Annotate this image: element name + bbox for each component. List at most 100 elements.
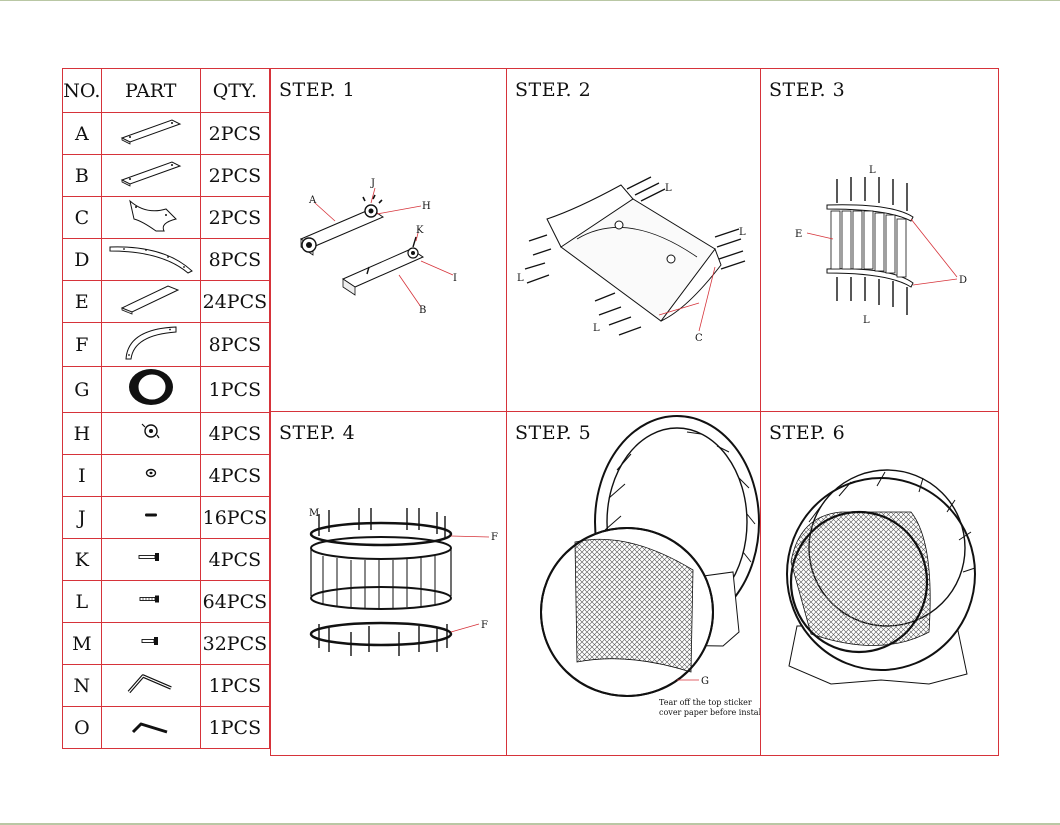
part-no: G [62, 366, 102, 413]
part-qty: 32PCS [199, 622, 271, 665]
step-2-title: STEP. 2 [515, 79, 592, 101]
step-4-title: STEP. 4 [279, 422, 356, 444]
part-no: D [62, 238, 102, 281]
label-l-right: L [739, 227, 746, 238]
step-1-panel: STEP. 1 [270, 69, 506, 412]
ring-arc-segment-icon [125, 326, 177, 360]
label-h: H [422, 201, 431, 212]
part-no: H [62, 412, 102, 455]
label-k: K [416, 225, 424, 236]
dowel-pin-icon [144, 513, 157, 517]
part-image [100, 454, 201, 497]
step-5-illustration: G Tear off the top sticker cover paper b… [540, 415, 761, 717]
step-6-panel: STEP. 6 [760, 412, 998, 755]
part-image [100, 322, 201, 367]
part-qty: 16PCS [199, 496, 271, 539]
parts-table-header-row: NO. PART QTY. [62, 68, 271, 113]
step-3-illustration: L E D L [795, 165, 967, 326]
part-no: F [62, 322, 102, 367]
table-row: M 32PCS [62, 622, 271, 665]
table-row: E 24PCS [62, 280, 271, 323]
assembly-instruction-sheet: NO. PART QTY. A 2PCS B [62, 68, 999, 756]
table-row: J 16PCS [62, 496, 271, 539]
part-no: J [62, 496, 102, 539]
slat-board-icon [120, 285, 179, 315]
part-qty: 2PCS [199, 154, 271, 197]
label-g: G [701, 676, 709, 687]
header-no: NO. [62, 68, 102, 113]
part-image [100, 280, 201, 323]
part-qty: 1PCS [199, 706, 271, 749]
screw-icon [139, 595, 159, 603]
part-qty: 4PCS [199, 412, 271, 455]
step-2-illustration: L L L L C [517, 176, 746, 344]
table-row: D 8PCS [62, 238, 271, 281]
label-f-bottom: F [481, 620, 488, 631]
step-3-panel: STEP. 3 [760, 69, 998, 412]
part-image [100, 706, 201, 749]
part-image [100, 664, 201, 707]
page-frame-bottom [0, 823, 1060, 825]
part-qty: 64PCS [199, 580, 271, 623]
part-no: N [62, 664, 102, 707]
part-image [100, 238, 201, 281]
table-row: N 1PCS [62, 664, 271, 707]
label-j: J [370, 178, 375, 189]
table-row: G 1PCS [62, 366, 271, 413]
steps-grid: STEP. 1 [270, 68, 999, 756]
part-no: L [62, 580, 102, 623]
allen-key-large-icon [127, 674, 172, 694]
label-f-top: F [491, 532, 498, 543]
step-4-panel: STEP. 4 M F F [270, 412, 506, 755]
part-image [100, 412, 201, 455]
part-image [100, 366, 201, 413]
step-5-title: STEP. 5 [515, 422, 592, 444]
pulley-wheel-icon [141, 423, 160, 439]
step-3-title: STEP. 3 [769, 79, 846, 101]
part-no: A [62, 112, 102, 155]
step-1-illustration: A J H K I B [299, 178, 457, 316]
step-6-illustration [786, 469, 976, 685]
table-row: C 2PCS [62, 196, 271, 239]
curved-side-board-icon [128, 199, 177, 232]
label-e: E [795, 229, 802, 240]
part-image [100, 580, 201, 623]
table-row: K 4PCS [62, 538, 271, 581]
step-4-illustration: M F F [309, 508, 498, 656]
washer-icon [145, 468, 156, 478]
step-5-panel: STEP. 5 G Tear o [506, 412, 761, 755]
label-c: C [695, 333, 703, 344]
part-image [100, 196, 201, 239]
part-image [100, 538, 201, 581]
label-a: A [308, 195, 317, 206]
header-qty: QTY. [199, 68, 271, 113]
black-mat-ring-icon [128, 369, 173, 405]
part-no: M [62, 622, 102, 665]
part-no: O [62, 706, 102, 749]
part-image [100, 622, 201, 665]
part-no: I [62, 454, 102, 497]
label-l-bottom: L [863, 315, 870, 326]
curved-strip-icon [109, 246, 193, 274]
note-line-2: cover paper before install [659, 708, 761, 717]
part-qty: 24PCS [199, 280, 271, 323]
part-image [100, 112, 201, 155]
part-no: K [62, 538, 102, 581]
allen-key-small-icon [131, 722, 168, 734]
part-qty: 2PCS [199, 112, 271, 155]
table-row: H 4PCS [62, 412, 271, 455]
table-row: B 2PCS [62, 154, 271, 197]
step-2-panel: STEP. 2 L [506, 69, 760, 412]
label-d: D [959, 275, 967, 286]
long-plank-icon [120, 119, 182, 145]
step-6-title: STEP. 6 [769, 422, 846, 444]
step-1-title: STEP. 1 [279, 79, 356, 101]
page-frame-top [0, 0, 1060, 1]
long-bolt-icon [138, 553, 159, 561]
label-l-left: L [517, 273, 524, 284]
part-no: C [62, 196, 102, 239]
label-l-top: L [665, 183, 672, 194]
long-plank-icon [120, 161, 182, 187]
label-b: B [419, 305, 426, 316]
part-qty: 4PCS [199, 538, 271, 581]
